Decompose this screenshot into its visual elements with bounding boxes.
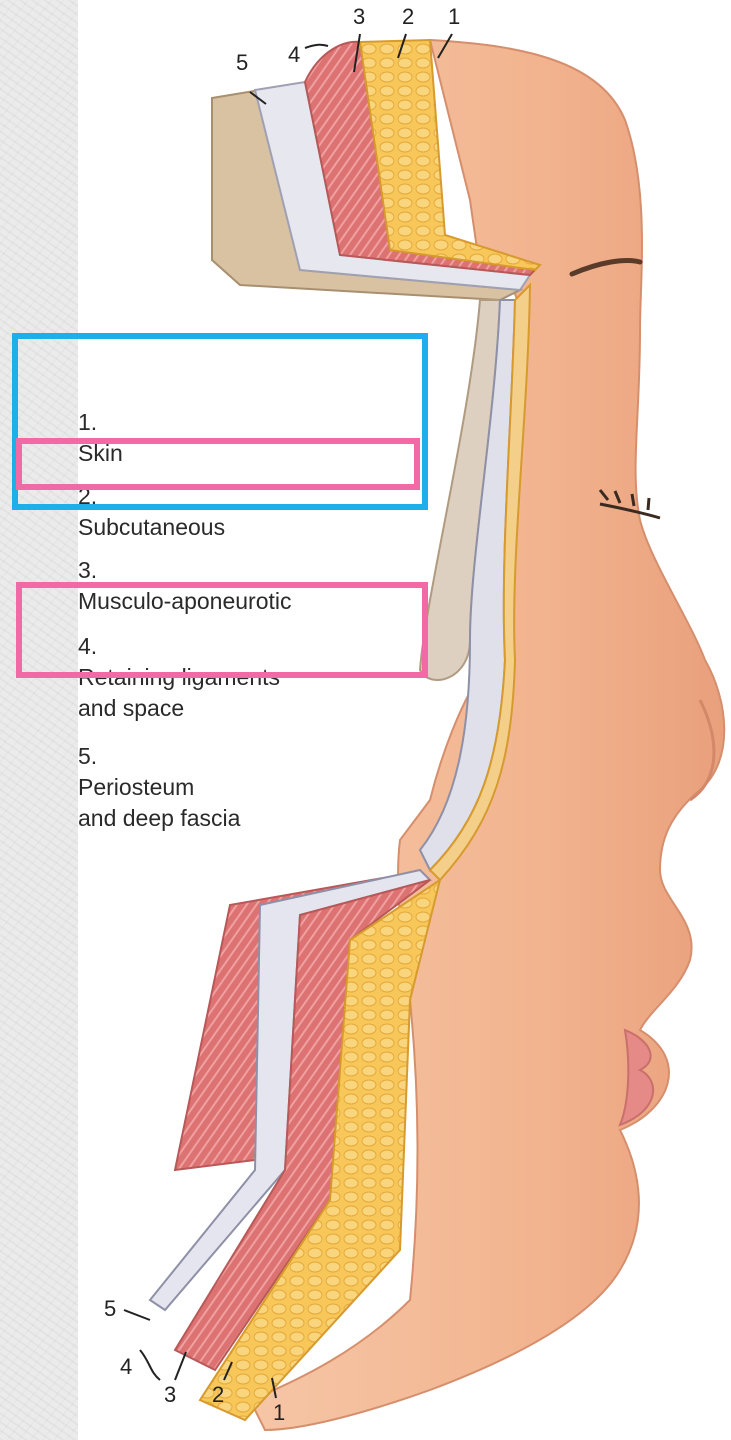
callout-top-5: 5: [236, 52, 248, 74]
callout-bottom-2: 2: [212, 1384, 224, 1406]
callout-bottom-1: 1: [273, 1402, 285, 1424]
legend-label: Periosteum and deep fascia: [78, 774, 240, 831]
highlight-box-pink-subcutaneous: [16, 438, 420, 490]
callout-bottom-5: 5: [104, 1298, 116, 1320]
legend-item-periosteum: 5. Periosteum and deep fascia: [78, 710, 240, 834]
callout-top-1: 1: [448, 6, 460, 28]
callout-top-4: 4: [288, 44, 300, 66]
highlight-box-pink-ligaments: [16, 582, 428, 678]
legend-number: 3.: [78, 557, 97, 583]
callout-bottom-3: 3: [164, 1384, 176, 1406]
callout-top-2: 2: [402, 6, 414, 28]
legend-number: 5.: [78, 743, 97, 769]
callout-top-3: 3: [353, 6, 365, 28]
callout-bottom-4: 4: [120, 1356, 132, 1378]
